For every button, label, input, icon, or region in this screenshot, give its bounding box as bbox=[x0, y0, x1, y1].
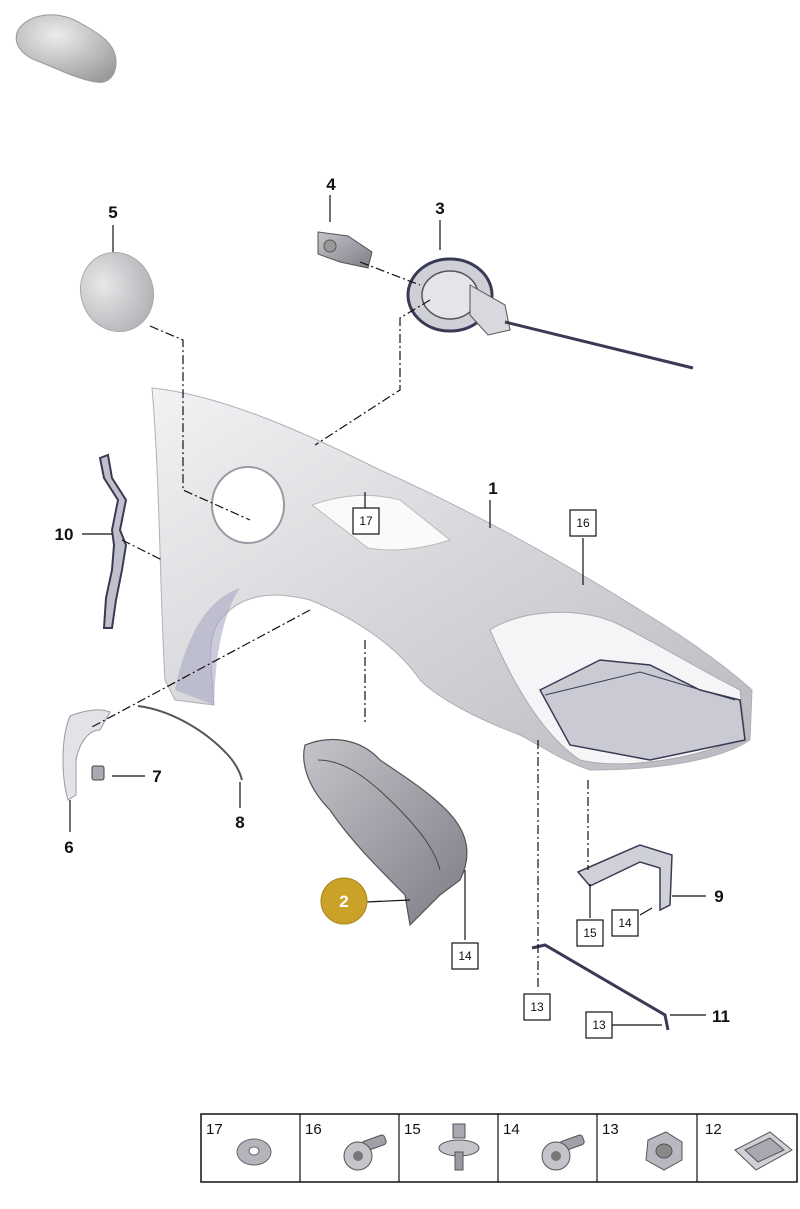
svg-text:12: 12 bbox=[705, 1121, 722, 1138]
washer-icon bbox=[236, 1138, 272, 1166]
arch-seal-strip-part bbox=[137, 705, 243, 781]
screw-icon bbox=[343, 1134, 387, 1171]
svg-text:14: 14 bbox=[458, 949, 472, 963]
svg-text:13: 13 bbox=[530, 1000, 544, 1014]
callout-11: 11 bbox=[712, 1007, 730, 1026]
stud-icon bbox=[438, 1123, 480, 1171]
fastener-cell-13[interactable]: 13 bbox=[602, 1121, 683, 1171]
fastener-cell-14[interactable]: 14 bbox=[503, 1121, 585, 1171]
fuel-filler-housing-part bbox=[406, 257, 694, 370]
svg-text:16: 16 bbox=[576, 516, 590, 530]
svg-text:17: 17 bbox=[359, 514, 373, 528]
fastener-cell-15[interactable]: 15 bbox=[404, 1121, 480, 1171]
fastener-cell-12[interactable]: 12 bbox=[705, 1121, 793, 1171]
fender-bracket-part bbox=[98, 453, 128, 629]
boxref-13a: 13 bbox=[523, 993, 551, 1021]
svg-text:14: 14 bbox=[618, 916, 632, 930]
boxref-14a: 14 bbox=[611, 909, 639, 937]
nut-icon bbox=[645, 1131, 683, 1171]
callout-6: 6 bbox=[64, 838, 73, 857]
boxref-17: 17 bbox=[352, 507, 380, 535]
leader-lines bbox=[69, 195, 706, 1026]
svg-text:16: 16 bbox=[305, 1121, 322, 1138]
callout-3: 3 bbox=[435, 199, 444, 218]
vehicle-thumbnail-icon bbox=[15, 14, 117, 83]
clip-icon bbox=[734, 1131, 793, 1171]
svg-text:17: 17 bbox=[206, 1121, 223, 1138]
callout-7: 7 bbox=[152, 767, 161, 786]
boxref-16: 16 bbox=[569, 509, 597, 537]
svg-text:13: 13 bbox=[592, 1018, 606, 1032]
support-bracket-part bbox=[576, 844, 673, 912]
callout-10: 10 bbox=[55, 525, 74, 544]
boxref-14b: 14 bbox=[451, 942, 479, 970]
screw-icon bbox=[541, 1134, 585, 1171]
cap-actuator-part bbox=[317, 231, 373, 269]
svg-text:14: 14 bbox=[503, 1121, 520, 1138]
svg-text:15: 15 bbox=[583, 926, 597, 940]
fuel-filler-cap-part bbox=[80, 251, 154, 333]
callout-9: 9 bbox=[714, 887, 723, 906]
callout-numbers: 1 3 4 5 6 7 8 9 10 11 bbox=[55, 175, 730, 1026]
callout-2: 2 bbox=[339, 892, 348, 911]
fastener-cell-17[interactable]: 17 bbox=[206, 1121, 272, 1166]
fastener-table: 17 16 15 14 bbox=[200, 1113, 798, 1183]
assembly-lines bbox=[89, 261, 589, 990]
trim-clip-part bbox=[91, 765, 105, 781]
callout-1: 1 bbox=[488, 479, 497, 498]
callout-8: 8 bbox=[235, 813, 244, 832]
boxed-references: 17 16 15 14 14 13 13 bbox=[352, 507, 639, 1039]
callout-5: 5 bbox=[108, 203, 117, 222]
boxref-15: 15 bbox=[576, 919, 604, 947]
boxref-13b: 13 bbox=[585, 1011, 613, 1039]
svg-text:15: 15 bbox=[404, 1121, 421, 1138]
callout-2-highlight[interactable]: 2 bbox=[320, 877, 368, 925]
callout-4: 4 bbox=[326, 175, 336, 194]
wheel-housing-liner-part bbox=[303, 739, 468, 927]
svg-text:13: 13 bbox=[602, 1121, 619, 1138]
wheel-arch-trim-part bbox=[62, 709, 111, 801]
fastener-cell-16[interactable]: 16 bbox=[305, 1121, 387, 1171]
front-fender-part bbox=[151, 387, 753, 771]
